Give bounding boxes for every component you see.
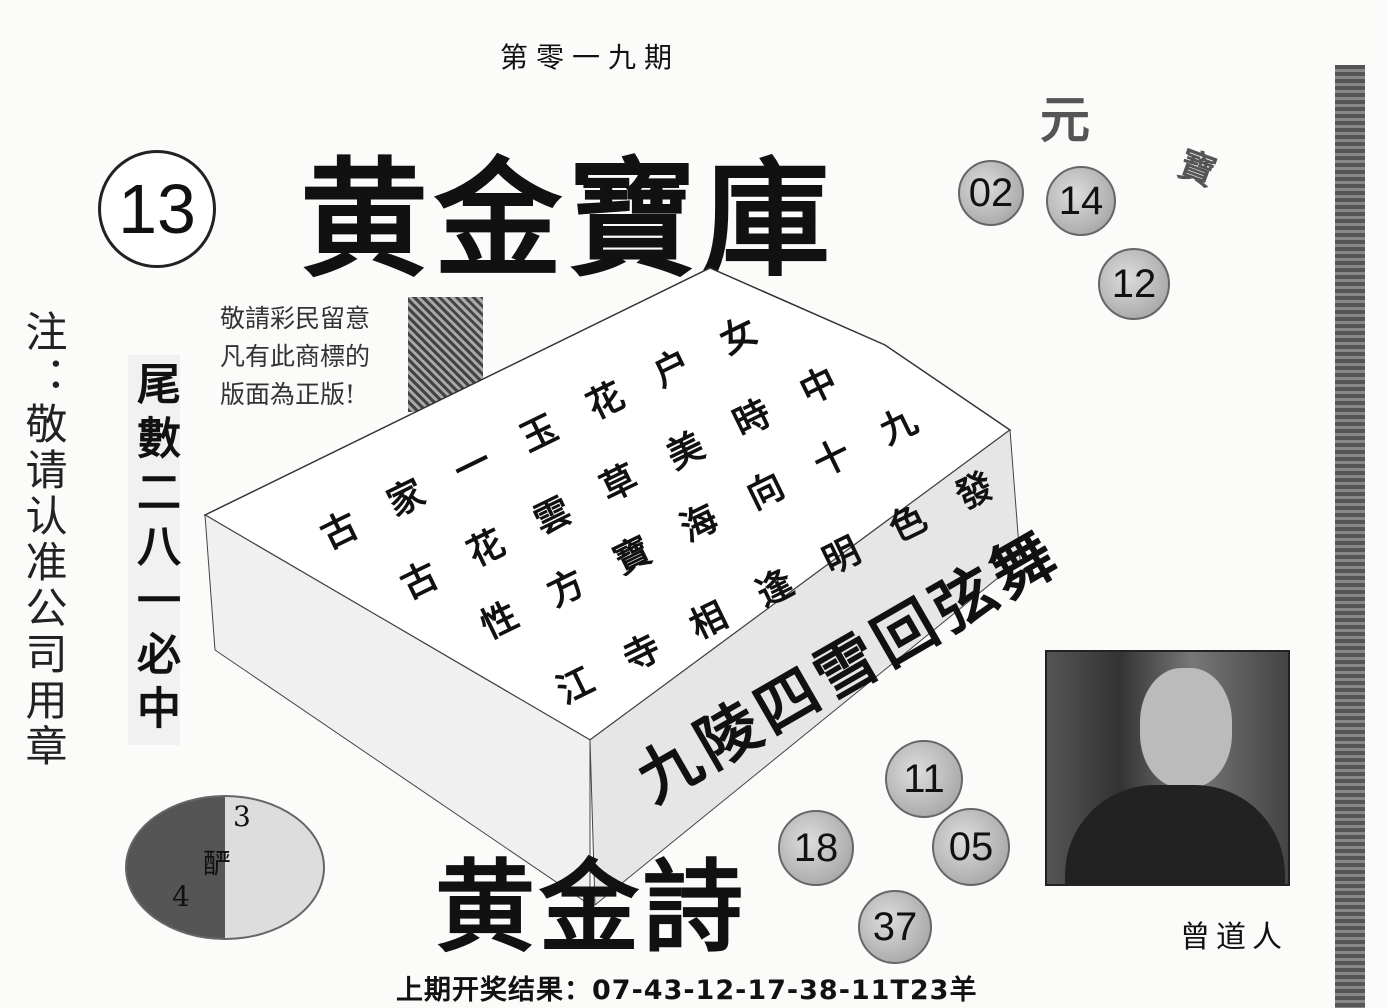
notice-line: 敬請彩民留意 xyxy=(220,304,371,333)
number-ball: 12 xyxy=(1098,248,1170,320)
number-ball: 37 xyxy=(858,890,932,964)
left-number-circle: 13 xyxy=(98,150,216,268)
portrait-body xyxy=(1065,785,1285,885)
number-ball: 11 xyxy=(885,740,963,818)
yinyang-bottom: 4 xyxy=(172,880,190,913)
number-ball: 02 xyxy=(958,160,1024,226)
yin-yang-icon xyxy=(125,795,325,940)
yinyang-middle: 酽 xyxy=(203,847,232,880)
edge-stripe xyxy=(1335,65,1365,1008)
note-text: 注：敬请认准公司用章 xyxy=(19,310,68,770)
tail-hint: 尾數二八一必中 xyxy=(128,355,180,745)
portrait-caption: 曾道人 xyxy=(1180,920,1288,955)
yuan-glyph: 元 xyxy=(1040,90,1090,149)
yinyang-top: 3 xyxy=(233,800,251,833)
last-result: 上期开奖结果：07-43-12-17-38-11T23羊 xyxy=(396,975,978,1006)
notice-line: 版面為正版! xyxy=(220,380,356,409)
number-ball: 05 xyxy=(932,808,1010,886)
subtitle: 黄金詩 xyxy=(435,848,747,966)
number-ball: 14 xyxy=(1046,166,1116,236)
portrait-face xyxy=(1140,668,1232,788)
box-side-right xyxy=(589,429,1021,907)
notice-line: 凡有此商標的 xyxy=(220,342,371,371)
page-title: 黄金寶庫 xyxy=(300,145,837,295)
box-side-left xyxy=(204,514,591,906)
notice-text: 敬請彩民留意 凡有此商標的 版面為正版! xyxy=(220,300,370,414)
number-ball: 18 xyxy=(778,810,854,886)
issue-number: 第零一九期 xyxy=(500,41,681,74)
